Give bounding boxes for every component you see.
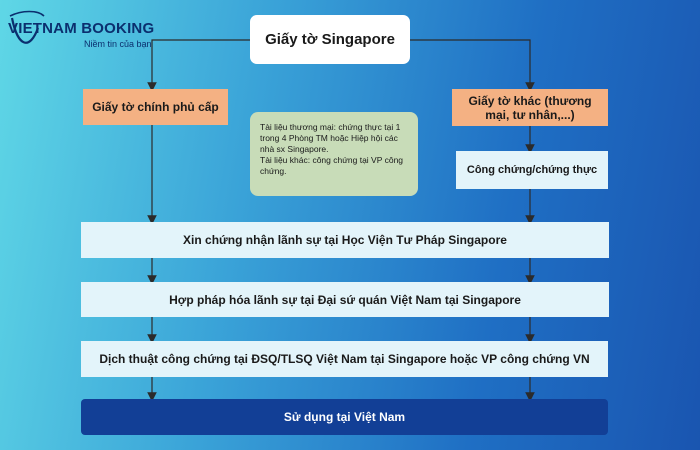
node-final-use-in-vietnam: Sử dụng tại Việt Nam <box>81 399 608 435</box>
node-other-documents-line2: mại, tư nhân,...) <box>485 107 575 122</box>
node-root: Giấy tờ Singapore <box>250 15 410 64</box>
node-government-documents: Giấy tờ chính phủ cấp <box>83 89 228 125</box>
node-other-documents-line1: Giấy tờ khác (thương <box>468 93 592 108</box>
connector-root-right <box>410 39 535 92</box>
node-other-documents: Giấy tờ khác (thương mại, tư nhân,...) <box>452 89 608 126</box>
note-other: Tài liệu khác: công chứng tại VP công ch… <box>260 155 404 176</box>
node-step-consular-certification: Xin chứng nhận lãnh sự tại Học Viện Tư P… <box>81 222 609 258</box>
brand-tagline: Niềm tin của bạn <box>84 39 152 49</box>
brand-logo: VIETNAM BOOKING Niềm tin của bạn <box>8 8 168 53</box>
node-step-translation: Dịch thuật công chứng tại ĐSQ/TLSQ Việt … <box>81 341 608 377</box>
brand-logo-icon <box>9 10 45 44</box>
node-step-legalization: Hợp pháp hóa lãnh sự tại Đại sứ quán Việ… <box>81 282 609 317</box>
brand-name: VIETNAM BOOKING <box>8 20 155 37</box>
note-box: Tài liệu thương mại: chứng thực tại 1 tr… <box>250 112 418 196</box>
note-commercial: Tài liệu thương mại: chứng thực tại 1 tr… <box>260 122 401 154</box>
connector-root-left <box>147 39 250 92</box>
node-notarize: Công chứng/chứng thực <box>456 151 608 189</box>
